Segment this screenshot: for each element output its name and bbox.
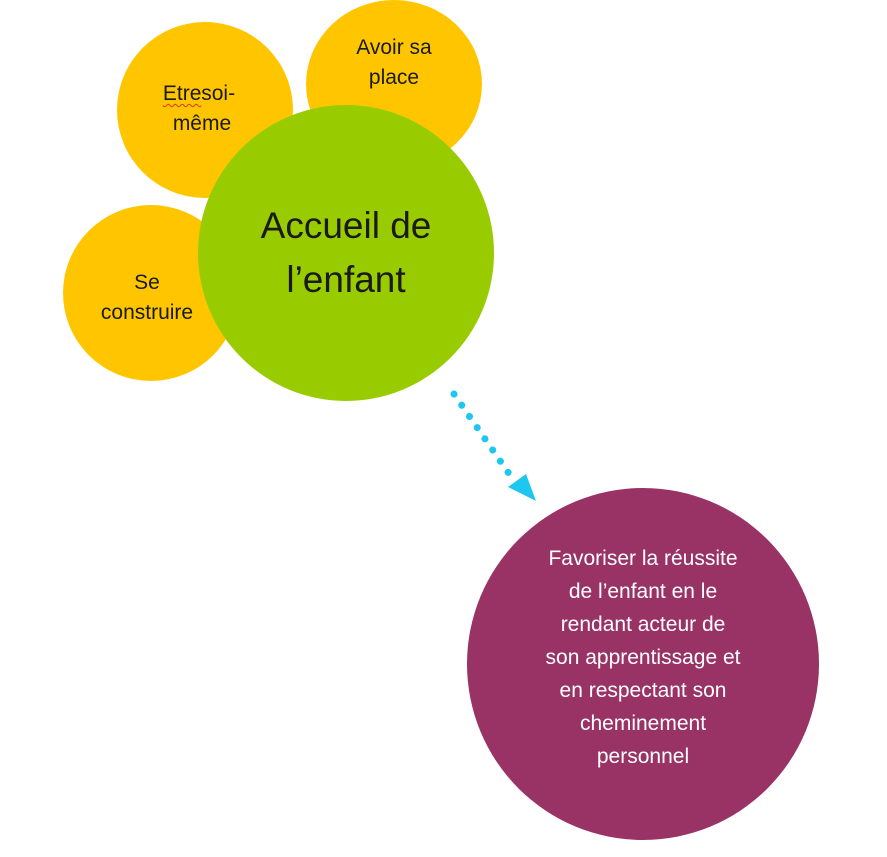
bubble-accueil-enfant: Accueil de l’enfant [198,105,494,401]
bubble-etre-label: Etre soi- même [163,79,236,139]
bubble-objectif: Favoriser la réussite de l’enfant en le … [467,488,819,840]
bubble-etre-soi-meme: Etre soi- même [117,22,293,198]
bubble-goal-label: Favoriser la réussite de l’enfant en le … [545,546,741,768]
arrow-head-icon [508,474,536,501]
etre-word: Etre [162,82,202,105]
etre-rest: soi- même [172,82,236,135]
bubble-center-label: Accueil de l’enfant [260,205,432,300]
dotted-arrow-line [450,390,516,482]
bubble-construire-label: Se construire [100,271,194,324]
bubble-avoir-label: Avoir sa place [356,36,432,89]
